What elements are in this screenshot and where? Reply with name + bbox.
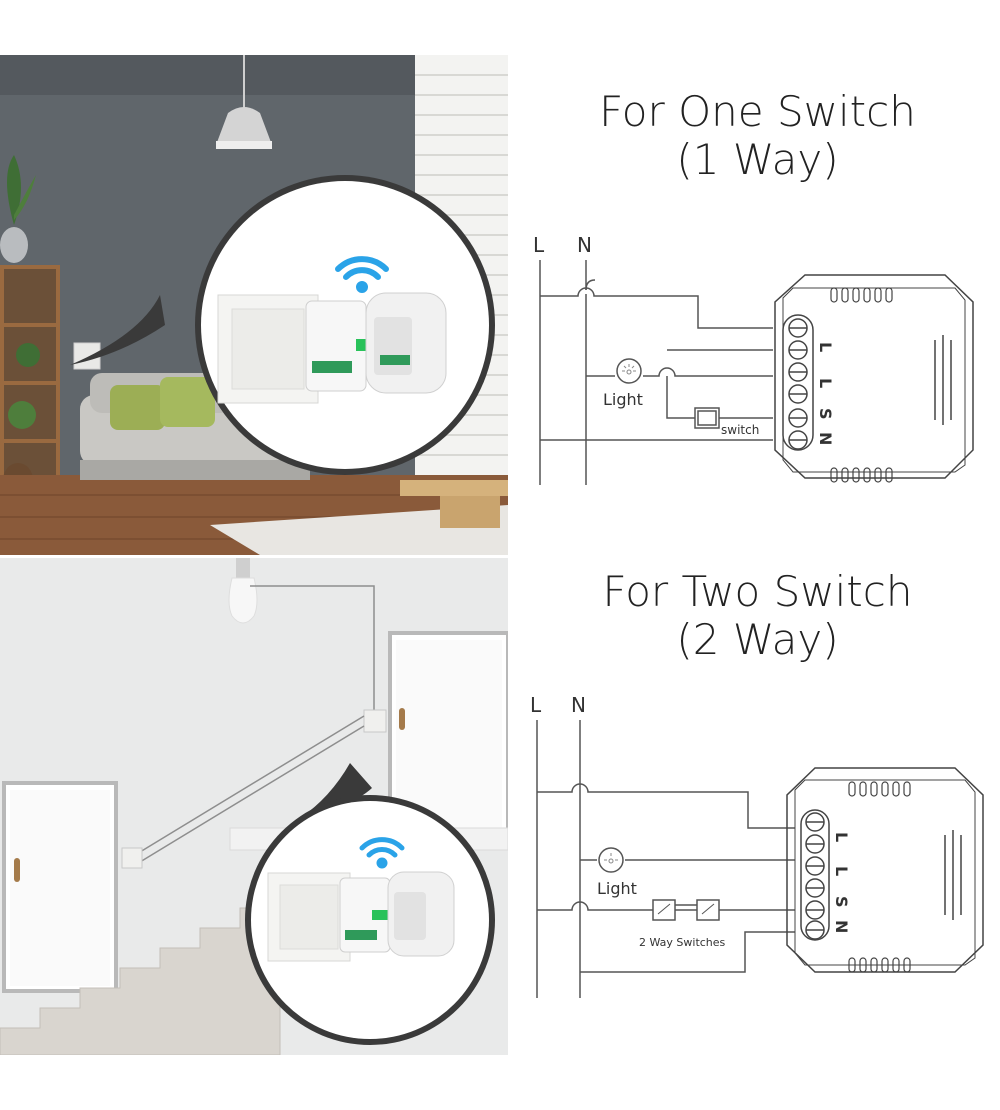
light-bulb-icon — [604, 853, 618, 864]
label-switch: switch — [721, 423, 759, 437]
left-door — [2, 781, 118, 993]
terminal-L2: L — [816, 378, 835, 388]
shelf — [0, 265, 60, 505]
right-door — [388, 631, 508, 835]
plant — [0, 155, 36, 263]
terminal-S: S — [816, 408, 835, 420]
label-2way-switches: 2 Way Switches — [639, 936, 726, 949]
light-bulb-icon — [622, 364, 636, 375]
heading-line1: For One Switch — [599, 87, 916, 136]
pendant-lamp — [216, 55, 272, 149]
label-L: L — [530, 693, 542, 717]
label-light: Light — [603, 390, 643, 409]
heading-line2: (2 Way) — [676, 615, 839, 664]
label-N: N — [577, 233, 592, 257]
module-callout — [70, 175, 495, 475]
light-bulb-icon — [228, 558, 258, 624]
terminal-N: N — [832, 920, 851, 933]
wall-box — [365, 292, 447, 394]
module-callout-2 — [245, 763, 495, 1045]
rug — [210, 505, 508, 555]
switch-icon — [217, 294, 319, 404]
terminal-L1: L — [816, 342, 835, 352]
two-switch-diagram: L N Light 2 Way Switches L L — [530, 693, 984, 998]
wifi-icon-2 — [359, 837, 405, 869]
coffee-table — [400, 480, 508, 528]
one-switch-heading: For One Switch (1 Way) — [515, 88, 1000, 184]
terminal-L2: L — [832, 866, 851, 876]
two-switch-heading: For Two Switch (2 Way) — [515, 568, 1000, 664]
upper-switch — [363, 709, 387, 733]
heading-line2: (1 Way) — [676, 135, 839, 184]
staircase-photo — [0, 558, 508, 1055]
label-N: N — [571, 693, 586, 717]
wall-box-2 — [387, 871, 455, 957]
wifi-icon — [335, 256, 389, 293]
two-switch-panel: For Two Switch (2 Way) L — [515, 560, 1000, 1010]
smart-module-diagram — [774, 274, 974, 483]
label-L: L — [533, 233, 545, 257]
terminal-L1: L — [832, 832, 851, 842]
one-switch-panel: For One Switch (1 Way) — [515, 80, 1000, 500]
heading-line1: For Two Switch — [602, 567, 913, 616]
terminal-N: N — [816, 432, 835, 445]
terminal-S: S — [832, 896, 851, 908]
lower-switch — [121, 847, 143, 869]
label-light: Light — [597, 879, 637, 898]
switch-icon-2 — [267, 872, 351, 962]
smart-module-diagram-2 — [786, 767, 984, 973]
one-switch-diagram: L N Light switch L L S — [533, 233, 974, 485]
living-room-photo — [0, 55, 508, 555]
